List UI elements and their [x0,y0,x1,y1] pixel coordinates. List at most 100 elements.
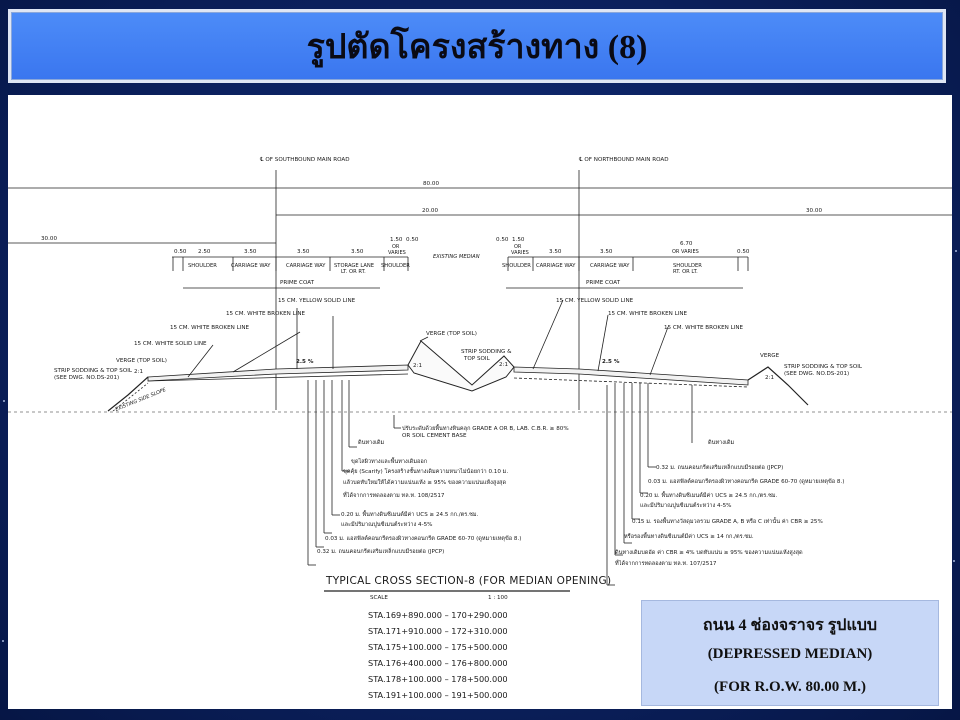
note-right-0: 0.32 ม. ถนนคอนกรีตเสริมเหล็กแบบมีรอยต่อ … [656,463,783,471]
station-0: STA.169+890.000 – 170+290.000 [368,610,508,620]
white-solid-left: 15 CM. WHITE SOLID LINE [134,341,207,347]
label-shoulder-left-2: SHOULDER [381,263,410,269]
dim-side-left: 30.00 [41,236,57,242]
road-type-infobox: ถนน 4 ช่องจราจร รูปแบบ (DEPRESSED MEDIAN… [641,600,939,706]
note-left-2: แล้วบดทับใหม่ให้ได้ความแน่นแห้ง ≥ 95% ขอ… [343,479,506,486]
scale-label: SCALE [370,595,388,601]
slope-right: 2:1 [765,375,774,381]
note-right-7: ที่ได้จากการทดลองตาม ทล.ท. 107/2517 [615,559,717,567]
yellow-line-left: 15 CM. YELLOW SOLID LINE [278,298,356,304]
strip-right-1: STRIP SODDING & TOP SOIL [784,364,863,370]
subbase-left [147,373,409,382]
white-broken-right-1: 15 CM. WHITE BROKEN LINE [608,311,688,317]
station-2: STA.175+100.000 – 175+500.000 [368,642,508,652]
label-shoulder-right-1: SHOULDER [502,263,531,269]
title-banner: รูปตัดโครงสร้างทาง (8) [8,9,946,83]
label-carriage-right-1: CARRIAGE WAY [536,263,576,269]
label-carriage-left-1: CARRIAGE WAY [231,263,271,269]
dim-right-0: 0.50 [496,237,509,243]
note-subgrade-right: ดินทางเดิม [708,439,735,446]
strip-left-1: STRIP SODDING & TOP SOIL [54,368,133,374]
pavement-left [147,364,409,382]
dim-left-0: 0.50 [174,249,187,255]
prime-coat-label-right: PRIME COAT [586,280,621,286]
grade-left: 2.5 % [296,359,314,365]
dim-right-5: 0.50 [737,249,750,255]
station-4: STA.178+100.000 – 178+500.000 [368,674,508,684]
grade-right: 2.5 % [602,359,620,365]
label-carriage-left-2: CARRIAGE WAY [286,263,326,269]
note-right-1: 0.03 ม. แอสฟัลต์คอนกรีตรองผิวทางคอนกรีต … [648,477,844,485]
slide-title: รูปตัดโครงสร้างทาง (8) [306,29,648,66]
section-title: TYPICAL CROSS SECTION-8 (FOR MEDIAN OPEN… [325,575,611,587]
centerline-label-right: ℄ OF NORTHBOUND MAIN ROAD [579,156,669,163]
note-base-1: ปรับระดับด้วยพื้นทางหินคลุก GRADE A OR B… [402,424,569,432]
pavement-right [513,366,749,386]
dim-right-3: 3.50 [600,249,613,255]
label-carriage-right-2: CARRIAGE WAY [590,263,630,269]
dim-left-5: 1.50 [390,237,403,243]
subbase-right [513,377,749,388]
label-shoulder-sub: RT. OR LT. [673,269,698,275]
note-left-5: และมีปริมาณปูนซีเมนต์ระหว่าง 4-5% [341,520,432,528]
label-existing-median: EXISTING MEDIAN [433,254,480,260]
cross-section-drawing: ℄ OF SOUTHBOUND MAIN ROAD ℄ OF NORTHBOUN… [8,156,952,700]
note-right-6: ดินทางเดิมบดอัด ค่า CBR ≥ 4% บดทับแน่น ≥… [615,549,803,556]
station-3: STA.176+400.000 – 176+800.000 [368,658,508,668]
infobox-line-1: ถนน 4 ช่องจราจร รูปแบบ [702,617,878,634]
scale-value: 1 : 100 [488,595,508,601]
white-broken-right-2: 15 CM. WHITE BROKEN LINE [664,325,744,331]
dim-total: 80.00 [423,181,439,187]
prime-coat-label-left: PRIME COAT [280,280,315,286]
dim-right-1: 1.50 [512,237,525,243]
dim-left-1: 2.50 [198,249,211,255]
label-storage-lane: STORAGE LANE [334,263,374,269]
white-broken-left-1: 15 CM. WHITE BROKEN LINE [226,311,306,317]
note-right-4: 0.15 ม. รองพื้นทางวัสดุมวลรวม GRADE A, B… [632,517,823,525]
infobox-line-3: (FOR R.O.W. 80.00 M.) [714,679,866,695]
strip-right-2: (SEE DWG. NO.DS-201) [784,371,849,377]
dim-left-2: 3.50 [244,249,257,255]
label-shoulder-left: SHOULDER [188,263,217,269]
note-base-2: OR SOIL CEMENT BASE [402,433,467,439]
note-subgrade-left: ดินทางเดิม [358,439,385,446]
slope-left: 2:1 [134,369,143,375]
dim-right-2: 3.50 [549,249,562,255]
dim-right-varies: VARIES [511,250,529,256]
dim-left-varies: VARIES [388,250,406,256]
note-left-7: 0.32 ม. ถนนคอนกรีตเสริมเหล็กแบบมีรอยต่อ … [317,547,444,555]
slope-median-right: 2:1 [499,362,508,368]
note-left-0: ขุดไสผิวทางและพื้นทางเดิมออก [351,457,427,465]
dim-median: 20.00 [422,208,438,214]
infobox-line-2: (DEPRESSED MEDIAN) [707,646,873,662]
dim-right-4: 6.70 [680,241,693,247]
dim-side-right: 30.00 [806,208,822,214]
white-broken-left-2: 15 CM. WHITE BROKEN LINE [170,325,250,331]
station-5: STA.191+100.000 – 191+500.000 [368,690,508,700]
verge-center: VERGE (TOP SOIL) [426,331,477,337]
side-slope-left [107,376,149,412]
label-storage-sub: LT. OR RT. [341,269,366,275]
strip-left-2: (SEE DWG. NO.DS-201) [54,375,119,381]
note-right-5: หรือรองพื้นทางดินซีเมนต์มีค่า UCS ≥ 14 ก… [624,532,754,540]
note-left-3: ที่ได้จากการทดลองตาม ทล.ท. 108/2517 [343,491,445,499]
note-right-2: 0.20 ม. พื้นทางดินซีเมนต์มีค่า UCS ≥ 24.… [640,491,778,499]
verge-left: VERGE (TOP SOIL) [116,358,167,364]
station-1: STA.171+910.000 – 172+310.000 [368,626,508,636]
dim-left-or: OR [392,244,400,250]
slope-median-left: 2:1 [413,363,422,369]
dim-right-or-varies: OR VARIES [672,249,699,255]
note-left-1: ขุดคุ้ย (Scarify) โครงสร้างชั้นทางเดิมคว… [343,467,508,475]
label-shoulder-right-2: SHOULDER [673,263,702,269]
note-left-4: 0.20 ม. พื้นทางดินซีเมนต์มีค่า UCS ≥ 24.… [341,510,479,518]
centerline-label-left: ℄ OF SOUTHBOUND MAIN ROAD [260,156,350,163]
verge-right: VERGE [760,353,780,359]
dim-left-4: 3.50 [351,249,364,255]
note-left-6: 0.03 ม. แอสฟัลต์คอนกรีตรองผิวทางคอนกรีต … [325,534,521,542]
dim-left-6: 0.50 [406,237,419,243]
dim-left-3: 3.50 [297,249,310,255]
side-slope-right [747,366,809,406]
station-list: STA.169+890.000 – 170+290.000 STA.171+91… [368,610,508,700]
strip-center-2: TOP SOIL [463,356,491,362]
note-right-3: และมีปริมาณปูนซีเมนต์ระหว่าง 4-5% [640,501,731,509]
